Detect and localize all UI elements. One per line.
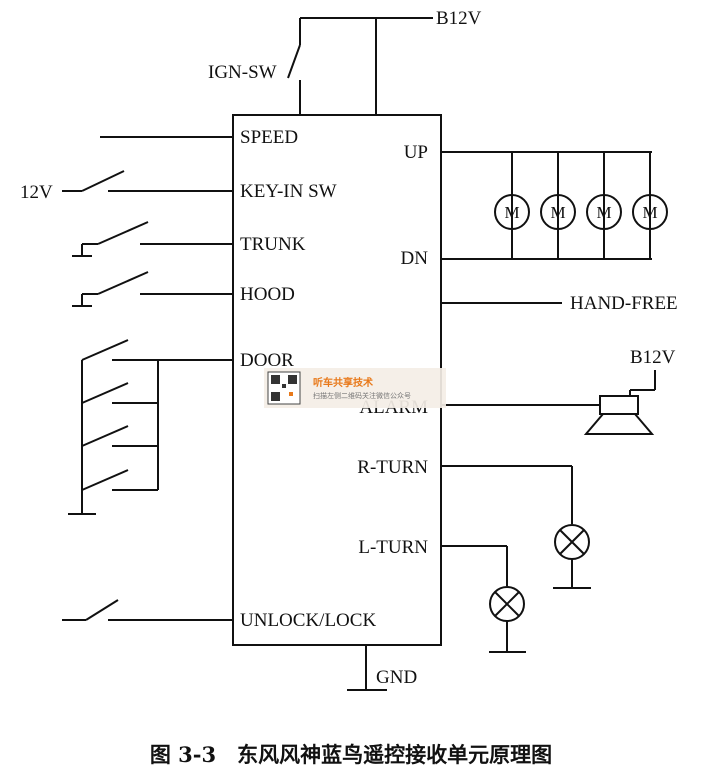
l-turn-lamp-section xyxy=(441,545,526,653)
motor-2: M xyxy=(540,152,576,259)
pin-trunk: TRUNK xyxy=(240,234,306,255)
svg-text:M: M xyxy=(550,203,565,222)
pin-door: DOOR xyxy=(240,350,294,371)
trunk-switch xyxy=(97,221,149,245)
pin-l-turn: L-TURN xyxy=(358,537,428,558)
svg-text:M: M xyxy=(596,203,611,222)
pin-hood: HOOD xyxy=(240,284,295,305)
r-turn-lamp-section xyxy=(441,465,591,589)
ign-switch xyxy=(287,44,301,79)
unlock-lock-switch xyxy=(85,599,119,621)
watermark: 听车共享技术 扫描左侧二维码关注微信公众号 xyxy=(264,368,446,408)
motor-section: M M M M xyxy=(441,151,668,260)
hand-free-label: HAND-FREE xyxy=(570,293,678,314)
left-pin-labels: SPEED KEY-IN SW TRUNK HOOD DOOR UNLOCK/L… xyxy=(240,127,376,631)
gnd-section: GND xyxy=(347,645,417,691)
siren-horn-icon xyxy=(583,413,655,435)
figure-caption: 图 3-3 东风风神蓝鸟遥控接收单元原理图 xyxy=(150,742,552,767)
hood-switch xyxy=(97,271,149,295)
pin-up: UP xyxy=(404,142,428,163)
pin-key-in-sw: KEY-IN SW xyxy=(240,181,337,202)
ign-sw-label: IGN-SW xyxy=(208,62,277,83)
motor-1: M xyxy=(494,152,530,259)
pin-unlock-lock: UNLOCK/LOCK xyxy=(240,610,376,631)
gnd-label: GND xyxy=(376,667,417,688)
svg-text:M: M xyxy=(642,203,657,222)
input-12v-label: 12V xyxy=(20,182,53,203)
key-in-switch xyxy=(81,170,125,192)
watermark-title: 听车共享技术 xyxy=(313,376,373,389)
right-pin-labels: UP DN ALARM R-TURN L-TURN xyxy=(357,142,428,558)
door-switches xyxy=(68,339,233,515)
watermark-subtitle: 扫描左侧二维码关注微信公众号 xyxy=(313,391,411,400)
siren-body xyxy=(599,395,639,415)
pin-speed: SPEED xyxy=(240,127,298,148)
motor-3: M xyxy=(586,152,622,259)
siren-b12v-label: B12V xyxy=(630,347,676,368)
pin-r-turn: R-TURN xyxy=(357,457,428,478)
supply-section: B12V IGN-SW xyxy=(208,8,482,115)
motor-4: M xyxy=(632,152,668,259)
pin-dn: DN xyxy=(401,248,429,269)
svg-text:M: M xyxy=(504,203,519,222)
left-inputs: 12V xyxy=(20,136,233,621)
siren-section: B12V xyxy=(441,347,676,435)
b12v-top-label: B12V xyxy=(436,8,482,29)
